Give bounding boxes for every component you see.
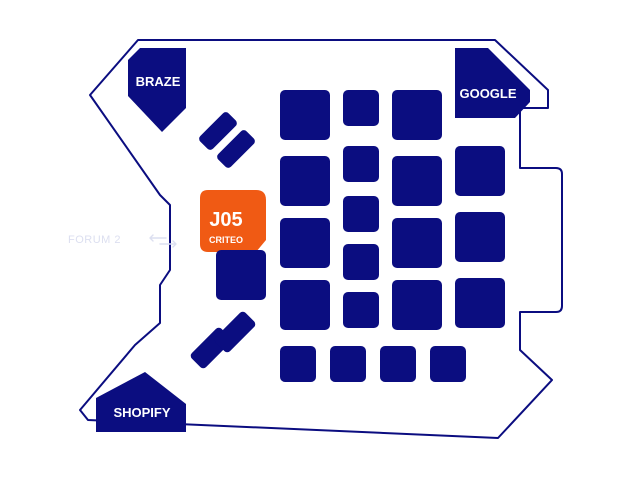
booth-code: J05 [209, 209, 242, 231]
double-arrow-icon [149, 234, 177, 248]
booth[interactable] [280, 280, 330, 330]
booth[interactable] [392, 218, 442, 268]
booth[interactable] [343, 244, 379, 280]
booth[interactable] [280, 346, 316, 382]
booth[interactable] [392, 156, 442, 206]
booth[interactable] [343, 196, 379, 232]
zone-shopify-label: SHOPIFY [113, 405, 170, 420]
forum-label: FORUM 2 [68, 234, 121, 246]
booth[interactable] [392, 280, 442, 330]
booth[interactable] [216, 250, 266, 300]
zone-google-label: GOOGLE [459, 86, 516, 101]
booth[interactable] [455, 146, 505, 196]
booth[interactable] [430, 346, 466, 382]
zone-shopify[interactable]: SHOPIFY [96, 372, 186, 432]
booth-j05-criteo[interactable]: J05 CRITEO [200, 190, 266, 252]
zone-google[interactable]: GOOGLE [455, 48, 530, 118]
booth[interactable] [215, 128, 256, 169]
zone-braze-label: BRAZE [136, 74, 181, 89]
booth[interactable] [392, 90, 442, 140]
booth[interactable] [330, 346, 366, 382]
booth[interactable] [455, 212, 505, 262]
zone-braze[interactable]: BRAZE [128, 48, 186, 132]
booth-brand: CRITEO [209, 235, 243, 245]
booth[interactable] [280, 156, 330, 206]
booth[interactable] [343, 90, 379, 126]
booth[interactable] [197, 110, 238, 151]
booth[interactable] [380, 346, 416, 382]
hall-outline [79, 39, 563, 439]
booth[interactable] [213, 310, 257, 354]
booth[interactable] [455, 278, 505, 328]
booth[interactable] [343, 292, 379, 328]
booth[interactable] [280, 90, 330, 140]
booth[interactable] [343, 146, 379, 182]
booth[interactable] [280, 218, 330, 268]
